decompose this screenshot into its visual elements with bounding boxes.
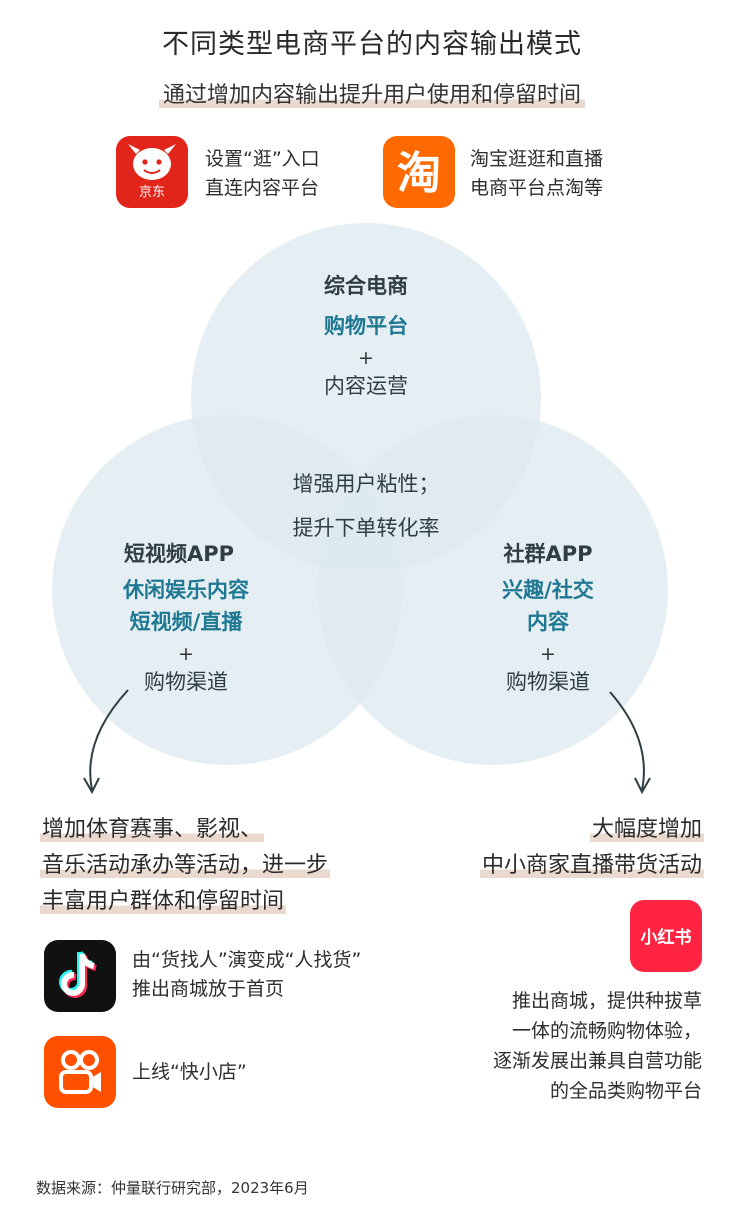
xiaohongshu-icon: 小红书	[641, 927, 692, 948]
top-circle-teal: 购物平台	[324, 314, 408, 338]
jd-app-icon: 京东	[116, 136, 188, 208]
taobao-desc-line-1: 淘宝逛逛和直播	[470, 148, 604, 170]
xiaohongshu-logo-text: 小红书	[641, 927, 692, 948]
venn-top-label: 综合电商 购物平台 + 内容运营	[236, 270, 496, 402]
right-circle-teal-2: 内容	[527, 610, 569, 634]
top-circle-head: 综合电商	[324, 274, 408, 298]
left-block-line-1: 增加体育赛事、影视、	[40, 816, 265, 844]
jd-desc-line-2: 直连内容平台	[205, 177, 320, 199]
top-circle-plus: +	[358, 347, 374, 369]
tiktok-app-icon	[44, 940, 116, 1012]
taobao-logo-text: 淘	[397, 148, 441, 199]
xhs-desc-line-4: 的全品类购物平台	[549, 1080, 702, 1102]
jd-desc-line-1: 设置“逛”入口	[205, 148, 320, 170]
right-circle-teal-1: 兴趣/社交	[502, 578, 594, 602]
right-circle-plain: 购物渠道	[506, 670, 590, 694]
kuaishou-desc-line-1: 上线“快小店”	[132, 1061, 247, 1083]
jd-logo-text: 京东	[139, 185, 165, 200]
taobao-app-icon: 淘	[383, 136, 455, 208]
kuaishou-app-icon	[44, 1036, 116, 1108]
tiktok-desc-line-2: 推出商城放于首页	[132, 978, 285, 1000]
page-title: 不同类型电商平台的内容输出模式	[162, 29, 582, 60]
left-block-line-3: 丰富用户群体和停留时间	[40, 888, 287, 916]
left-circle-plain: 购物渠道	[144, 670, 228, 694]
center-line-2: 提升下单转化率	[292, 516, 440, 540]
subtitle-text: 通过增加内容输出提升用户使用和停留时间	[158, 82, 585, 110]
xiaohongshu-app-icon: 小红书	[630, 900, 702, 972]
left-arrow-head	[83, 777, 100, 795]
tiktok-description: 由“货找人”演变成“人找货” 推出商城放于首页	[132, 946, 361, 1004]
left-circle-teal-1: 休闲娱乐内容	[123, 578, 249, 602]
top-circle-plain: 内容运营	[324, 374, 408, 398]
taobao-description: 淘宝逛逛和直播 电商平台点淘等	[470, 145, 603, 203]
venn-center-label: 增强用户粘性； 提升下单转化率	[236, 468, 496, 544]
left-curve-arrow	[89, 689, 129, 791]
xiaohongshu-description: 推出商城，提供种拔草 一体的流畅购物体验， 逐渐发展出兼具自营功能 的全品类购物…	[493, 986, 702, 1106]
venn-left-label: 短视频APP 休闲娱乐内容 短视频/直播 + 购物渠道	[56, 538, 316, 698]
right-block-line-2: 中小商家直播带货活动	[479, 852, 704, 880]
taobao-desc-line-2: 电商平台点淘等	[470, 177, 604, 199]
kuaishou-icon	[59, 1050, 101, 1094]
xhs-desc-line-1: 推出商城，提供种拔草	[511, 990, 702, 1012]
center-line-1: 增强用户粘性；	[292, 472, 440, 496]
jd-dog-icon: 京东	[128, 144, 176, 200]
xhs-desc-line-2: 一体的流畅购物体验，	[511, 1020, 702, 1042]
left-circle-head: 短视频APP	[124, 542, 235, 566]
tiktok-icon	[59, 951, 97, 998]
left-circle-plus: +	[178, 643, 194, 665]
left-block-line-2: 音乐活动承办等活动，进一步	[40, 852, 331, 880]
page-subtitle: 通过增加内容输出提升用户使用和停留时间	[0, 82, 744, 110]
right-block-line-1: 大幅度增加	[589, 816, 704, 844]
tiktok-desc-line-1: 由“货找人”演变成“人找货”	[132, 949, 362, 971]
right-arrow-head	[634, 777, 651, 795]
right-block-text: 大幅度增加 中小商家直播带货活动	[479, 812, 704, 884]
left-circle-teal-2: 短视频/直播	[129, 610, 243, 634]
jd-description: 设置“逛”入口 直连内容平台	[205, 145, 320, 203]
source-note: 数据来源：仲量联行研究部，2023年6月	[36, 1179, 309, 1197]
kuaishou-description: 上线“快小店”	[132, 1058, 247, 1087]
taobao-icon: 淘	[397, 148, 441, 199]
venn-circle-right	[318, 415, 668, 765]
venn-right-label: 社群APP 兴趣/社交 内容 + 购物渠道	[418, 538, 678, 698]
right-circle-head: 社群APP	[503, 542, 593, 566]
left-block-text: 增加体育赛事、影视、 音乐活动承办等活动，进一步 丰富用户群体和停留时间	[40, 812, 331, 920]
xhs-desc-line-3: 逐渐发展出兼具自营功能	[492, 1050, 702, 1072]
right-circle-plus: +	[540, 643, 556, 665]
venn-circle-left	[52, 415, 402, 765]
right-curve-arrow	[609, 691, 645, 791]
